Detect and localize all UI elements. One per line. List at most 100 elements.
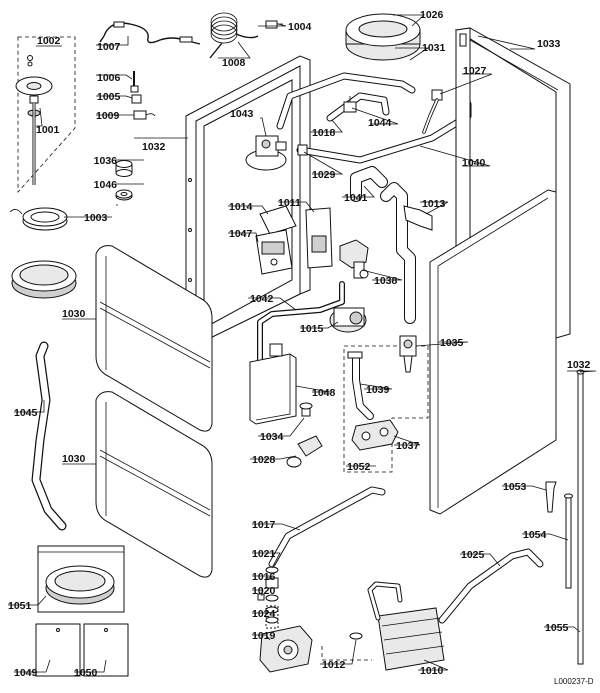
part-1053-fitting bbox=[545, 481, 557, 513]
part-1049-bag bbox=[35, 623, 81, 677]
part-1032-side-panel bbox=[429, 189, 557, 515]
label-1002: 1002 bbox=[37, 35, 61, 47]
part-1007-cable bbox=[99, 21, 201, 45]
label-1026: 1026 bbox=[420, 9, 444, 21]
label-1003: 1003 bbox=[84, 212, 108, 224]
part-1019-pump bbox=[259, 625, 313, 673]
part-1044-fitting bbox=[343, 96, 357, 113]
label-1042: 1042 bbox=[250, 293, 274, 305]
part-1046-ring bbox=[115, 189, 133, 201]
label-1013: 1013 bbox=[422, 198, 446, 210]
part-1029-fitting bbox=[297, 144, 308, 156]
label-1021: 1021 bbox=[252, 548, 276, 560]
label-1039: 1039 bbox=[366, 384, 390, 396]
label-1055: 1055 bbox=[545, 622, 569, 634]
label-1034: 1034 bbox=[260, 431, 284, 443]
part-1006-electrode bbox=[130, 71, 139, 93]
label-1010: 1010 bbox=[420, 665, 444, 677]
part-burner-disk bbox=[11, 260, 77, 299]
part-1014-card bbox=[259, 205, 297, 235]
label-1050: 1050 bbox=[74, 667, 98, 679]
label-1017: 1017 bbox=[252, 519, 276, 531]
label-1031: 1031 bbox=[422, 42, 446, 54]
label-1024: 1024 bbox=[252, 608, 276, 620]
part-1012-ring bbox=[349, 632, 363, 640]
label-1040: 1040 bbox=[462, 157, 486, 169]
label-1009: 1009 bbox=[96, 110, 120, 122]
part-1012-dashed-link bbox=[321, 646, 372, 661]
label-1047: 1047 bbox=[229, 228, 253, 240]
label-1038: 1038 bbox=[374, 275, 398, 287]
part-1048-tank bbox=[249, 343, 297, 425]
label-1004: 1004 bbox=[288, 21, 312, 33]
part-1052-group-box bbox=[343, 345, 429, 473]
label-1030-upper: 1030 bbox=[62, 308, 86, 320]
label-1014: 1014 bbox=[229, 201, 253, 213]
part-number-labels: 1002 1001 1003 1036 1046 1032 1007 1006 … bbox=[8, 9, 594, 686]
part-1021-seal bbox=[265, 566, 279, 574]
part-1055-rod bbox=[576, 369, 585, 665]
label-1008: 1008 bbox=[222, 57, 246, 69]
part-1015-pump bbox=[329, 307, 367, 333]
drawing-reference: L000237-D bbox=[554, 677, 594, 686]
label-1028: 1028 bbox=[252, 454, 276, 466]
label-1027: 1027 bbox=[463, 65, 487, 77]
part-1041-pipe bbox=[350, 166, 416, 324]
label-1032-left: 1032 bbox=[142, 141, 166, 153]
label-1043: 1043 bbox=[230, 108, 254, 120]
label-1051: 1051 bbox=[8, 600, 32, 612]
label-1035: 1035 bbox=[440, 337, 464, 349]
label-1025: 1025 bbox=[461, 549, 485, 561]
label-1020: 1020 bbox=[252, 585, 276, 597]
part-1034-plug bbox=[299, 402, 313, 417]
leader-lines bbox=[8, 14, 597, 673]
label-1012: 1012 bbox=[322, 659, 346, 671]
part-1024-washers bbox=[265, 605, 279, 629]
label-1037: 1037 bbox=[396, 440, 420, 452]
part-1001-burner-plate bbox=[15, 55, 53, 185]
part-1008-capillary-coil bbox=[209, 12, 259, 59]
label-1016: 1016 bbox=[252, 571, 276, 583]
label-1005: 1005 bbox=[97, 91, 121, 103]
label-1052: 1052 bbox=[347, 461, 371, 473]
label-1007: 1007 bbox=[97, 41, 121, 53]
label-1041: 1041 bbox=[344, 192, 368, 204]
part-1042-hose bbox=[257, 281, 345, 363]
label-1044: 1044 bbox=[368, 117, 392, 129]
label-1053: 1053 bbox=[503, 481, 527, 493]
label-1030-lower: 1030 bbox=[62, 453, 86, 465]
part-1038-gas-valve bbox=[339, 239, 369, 279]
part-1033-right-frame bbox=[454, 27, 571, 339]
part-1028-drain-valve bbox=[286, 435, 323, 468]
part-1051-kit bbox=[37, 545, 125, 613]
label-1045: 1045 bbox=[14, 407, 38, 419]
part-1002-group-box bbox=[17, 36, 76, 194]
part-1017-pipe bbox=[268, 486, 386, 568]
label-1048: 1048 bbox=[312, 387, 336, 399]
part-1050-bag bbox=[83, 623, 129, 677]
part-1016-nut bbox=[265, 577, 279, 589]
label-1049: 1049 bbox=[14, 667, 38, 679]
part-1026-expansion-vessel bbox=[345, 13, 421, 61]
part-1009-sensor bbox=[133, 110, 156, 120]
label-1018: 1018 bbox=[312, 127, 336, 139]
part-1010-heat-exchanger bbox=[367, 581, 445, 671]
part-1035-valve bbox=[399, 335, 417, 373]
label-1019: 1019 bbox=[252, 630, 276, 642]
part-1043-valve bbox=[245, 135, 287, 171]
label-1011: 1011 bbox=[278, 197, 301, 209]
part-1030-upper-panel bbox=[95, 245, 213, 432]
part-1036-cap bbox=[115, 160, 133, 177]
part-1039-pipe bbox=[347, 351, 374, 420]
part-1054-rod bbox=[564, 493, 573, 589]
label-1029: 1029 bbox=[312, 169, 336, 181]
label-1046: 1046 bbox=[94, 179, 118, 191]
part-1013-bracket bbox=[403, 205, 433, 231]
label-1032-right: 1032 bbox=[567, 359, 591, 371]
part-1020-screw bbox=[257, 593, 279, 602]
part-1047-control-unit bbox=[255, 229, 293, 275]
part-1027-fitting bbox=[422, 89, 443, 134]
part-1045-hose bbox=[31, 341, 67, 531]
